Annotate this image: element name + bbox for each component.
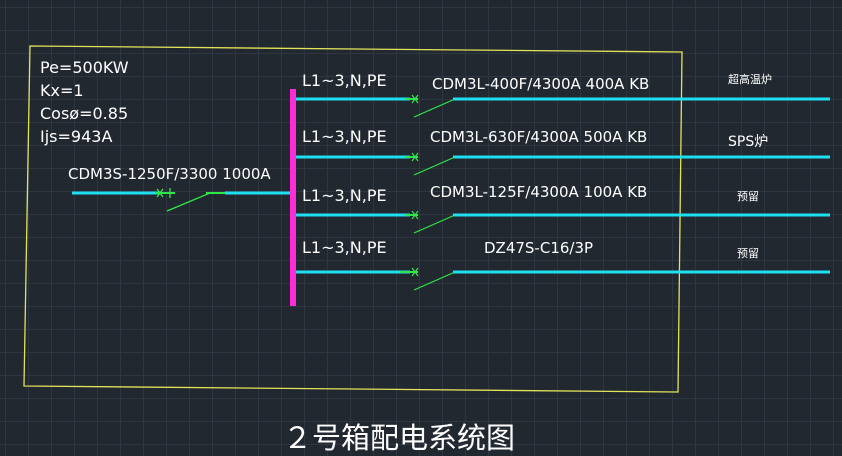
panel-frame (23, 45, 683, 393)
main-breaker-symbol (155, 188, 225, 212)
phase-label: L1~3,N,PE (302, 186, 387, 205)
breaker-symbol (405, 152, 456, 176)
phase-label: L1~3,N,PE (302, 71, 387, 90)
busbar (290, 89, 296, 306)
param-pe: Pe=500KW (40, 58, 129, 77)
main-breaker-label: CDM3S-1250F/3300 1000A (68, 165, 271, 183)
param-cos: Cosø=0.85 (40, 104, 128, 123)
breaker-symbol (400, 267, 456, 291)
param-ijs: Ijs=943A (40, 127, 112, 146)
circuit-row: L1~3,N,PE CDM3L-400F/4300A 400A KB 超高温炉 (296, 71, 830, 118)
breaker-label: DZ47S-C16/3P (484, 239, 593, 257)
param-kx: Kx=1 (40, 81, 84, 100)
breaker-label: CDM3L-630F/4300A 500A KB (430, 128, 647, 146)
breaker-label: CDM3L-125F/4300A 100A KB (430, 183, 647, 201)
load-label: 预留 (737, 190, 759, 203)
breaker-symbol (405, 210, 456, 234)
load-label: 超高温炉 (728, 72, 772, 86)
load-label: 预留 (737, 247, 759, 260)
phase-label: L1~3,N,PE (302, 127, 387, 146)
breaker-symbol (405, 94, 456, 118)
load-label: SPS炉 (728, 134, 768, 150)
drawing-title: ２号箱配电系统图 (283, 421, 515, 455)
circuit-row: L1~3,N,PE CDM3L-630F/4300A 500A KB SPS炉 (296, 127, 830, 176)
breaker-label: CDM3L-400F/4300A 400A KB (432, 75, 649, 93)
phase-label: L1~3,N,PE (302, 238, 387, 257)
circuit-row: L1~3,N,PE DZ47S-C16/3P 预留 (296, 238, 830, 291)
circuit-row: L1~3,N,PE CDM3L-125F/4300A 100A KB 预留 (296, 183, 830, 234)
